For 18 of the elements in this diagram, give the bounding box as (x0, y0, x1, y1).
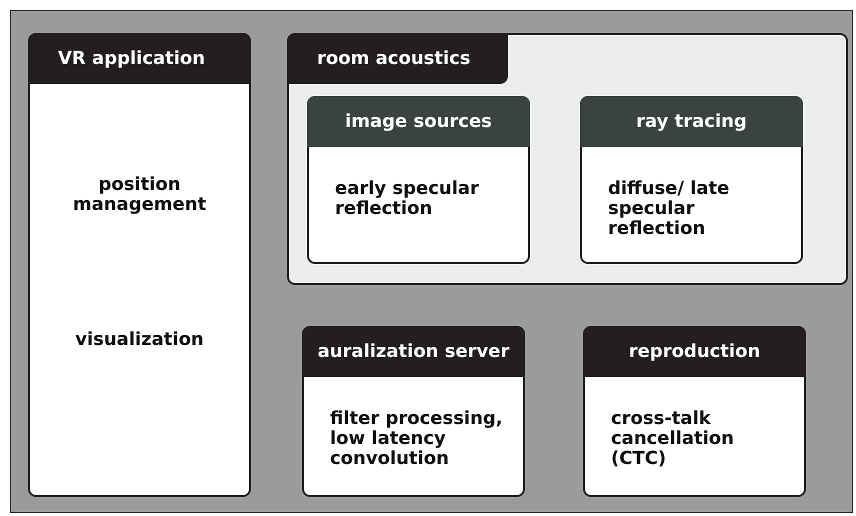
panel-heading: ray tracing (580, 96, 803, 147)
component-panel (28, 33, 251, 497)
panel-heading: room acoustics (287, 33, 508, 84)
panel-heading: reproduction (583, 326, 806, 377)
component-panel (302, 326, 525, 497)
component-panel (583, 326, 806, 497)
panel-heading: VR application (28, 33, 251, 84)
panel-text: filter processing, low latency convolution (330, 409, 503, 469)
panel-text: early specular reflection (335, 179, 480, 219)
panel-text: cross-talk cancellation (CTC) (611, 409, 735, 469)
component-panel (307, 96, 530, 264)
panel-text: position management (72, 175, 208, 215)
panel-text: diffuse/ late specular reflection (608, 179, 730, 239)
panel-heading: auralization server (302, 326, 525, 377)
panel-heading: image sources (307, 96, 530, 147)
component-panel (580, 96, 803, 264)
group-panel (287, 33, 848, 285)
panel-text: visualization (74, 330, 205, 350)
